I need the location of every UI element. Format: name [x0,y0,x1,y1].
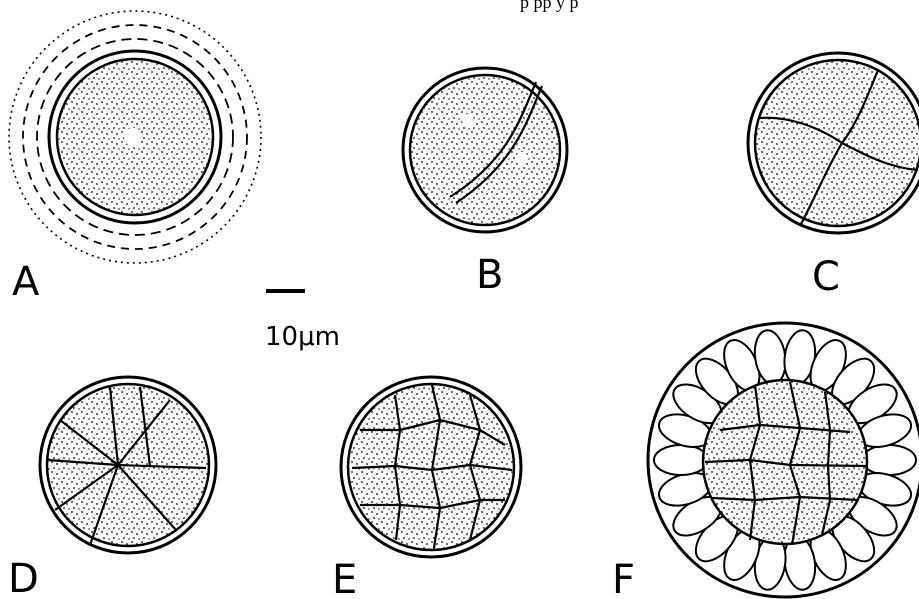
panel-f-label: F [612,557,635,599]
cropped-top-text: p pp y p [520,0,579,12]
panel-e-label: E [332,557,357,599]
panel-f-drawing [648,323,919,597]
outer-cell [654,445,708,475]
outer-cell [862,445,916,475]
panel-b-drawing [403,68,567,232]
panel-c-drawing [748,53,919,233]
panel-a-drawing [9,11,261,263]
panel-d-drawing [40,377,216,553]
panel-b-label: B [476,252,503,298]
panel-e-drawing [341,377,521,557]
panel-d-label: D [8,556,39,599]
scale-bar-label: 10μm [265,322,340,352]
panel-c-label: C [812,254,840,300]
panel-a-label: A [12,259,40,305]
